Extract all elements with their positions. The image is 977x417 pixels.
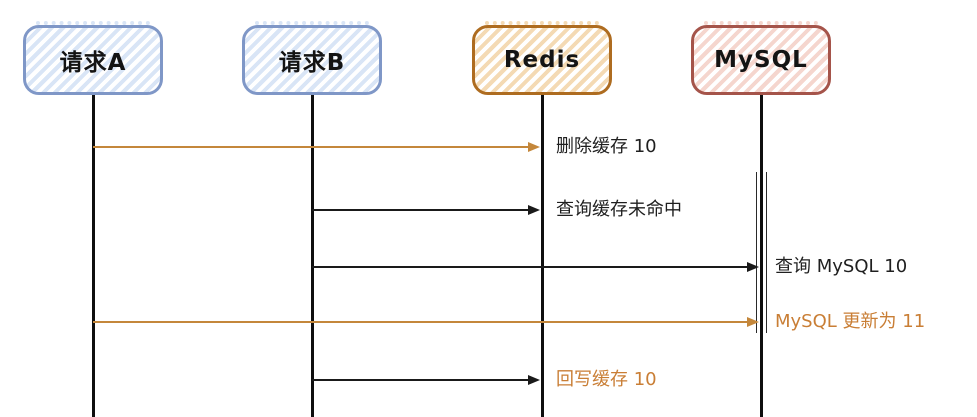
message-label: 查询 MySQL 10: [775, 256, 908, 277]
arrowhead-icon: [528, 142, 540, 152]
actor-box-request-b: 请求B: [242, 21, 382, 95]
actor-label-request-a: 请求A: [59, 50, 127, 76]
actor-box-request-a: 请求A: [23, 21, 163, 95]
arrowhead-icon: [747, 262, 759, 272]
message-arrow-request-b-to-redis: [312, 379, 530, 381]
arrowhead-icon: [528, 375, 540, 385]
actor-box-redis: Redis: [472, 21, 612, 95]
arrowhead-icon: [528, 205, 540, 215]
message-arrow-request-a-to-mysql: [93, 321, 749, 323]
lifeline-mysql: [759, 95, 763, 417]
message-arrow-request-b-to-redis: [312, 209, 530, 211]
lifeline-redis: [540, 95, 544, 417]
message-arrow-request-a-to-redis: [93, 146, 530, 148]
message-label: 删除缓存 10: [556, 136, 657, 157]
actor-box-mysql: MySQL: [691, 21, 831, 95]
actor-label-request-b: 请求B: [278, 50, 346, 76]
message-label: 查询缓存未命中: [556, 199, 682, 220]
actor-label-mysql: MySQL: [714, 47, 808, 73]
message-arrow-request-b-to-mysql: [312, 266, 749, 268]
lifeline-request-b: [310, 95, 314, 417]
activation-bar-mysql: [755, 172, 767, 333]
message-label: MySQL 更新为 11: [775, 311, 926, 332]
message-label: 回写缓存 10: [556, 369, 657, 390]
arrowhead-icon: [747, 317, 759, 327]
actor-label-redis: Redis: [503, 47, 581, 73]
lifeline-request-a: [91, 95, 95, 417]
